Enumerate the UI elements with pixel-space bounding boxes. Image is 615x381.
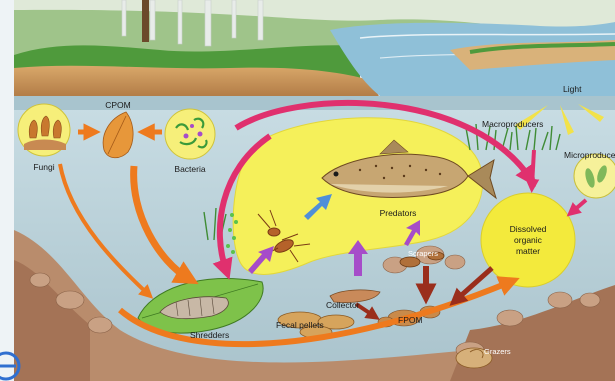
fungi-illustration xyxy=(18,104,70,156)
label-dissolved: Dissolved xyxy=(510,224,547,234)
label-macroproducers: Macroproducers xyxy=(482,119,543,129)
label-collector: Collector xyxy=(326,300,360,310)
label-cpom: CPOM xyxy=(105,100,131,110)
arrow-macroproducers-to-dom xyxy=(532,150,534,186)
label-matter: matter xyxy=(516,246,540,256)
label-shredders: Shredders xyxy=(190,330,229,340)
label-bacteria: Bacteria xyxy=(174,164,205,174)
label-grazers: Grazers xyxy=(484,347,511,356)
label-scrapers: Scrapers xyxy=(408,249,438,258)
label-microproducers: Microproduce xyxy=(564,150,615,160)
label-fpom: FPOM xyxy=(398,315,423,325)
label-organic: organic xyxy=(514,235,543,245)
riverbank-landscape xyxy=(14,0,615,98)
diatom-illustration xyxy=(574,154,615,198)
label-fecal-pellets: Fecal pellets xyxy=(276,320,324,330)
bacteria-illustration xyxy=(165,109,215,159)
label-fungi: Fungi xyxy=(33,162,54,172)
corner-logo-icon xyxy=(0,332,22,381)
label-light: Light xyxy=(563,84,582,94)
label-predators: Predators xyxy=(380,208,417,218)
